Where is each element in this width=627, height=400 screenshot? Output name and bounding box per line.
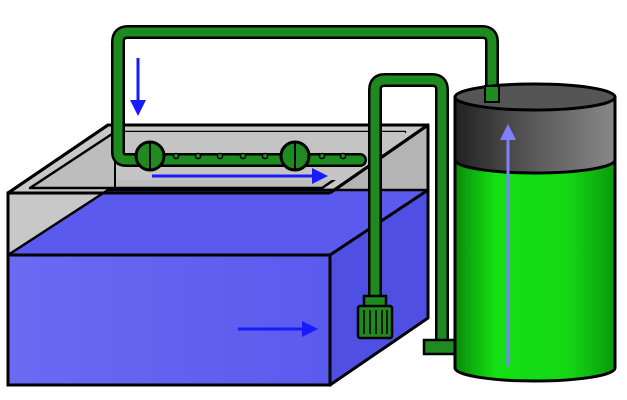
filter-body — [453, 158, 617, 383]
intake-foot-connector — [422, 338, 460, 356]
spray-bar — [134, 140, 347, 172]
canister-filter — [453, 82, 617, 383]
down-arrow — [130, 58, 146, 116]
filter-top — [453, 82, 617, 112]
return-pipe — [111, 25, 499, 167]
tank-front-water — [6, 253, 332, 387]
surface-arrow — [152, 168, 328, 184]
intake-strainer — [356, 294, 394, 340]
filter-outlet — [484, 85, 500, 103]
aquarium-tank — [6, 123, 430, 387]
filter-arrow — [500, 124, 516, 366]
water-arrow — [238, 321, 318, 337]
intake-pipe — [368, 73, 460, 356]
filter-cap — [453, 95, 617, 175]
